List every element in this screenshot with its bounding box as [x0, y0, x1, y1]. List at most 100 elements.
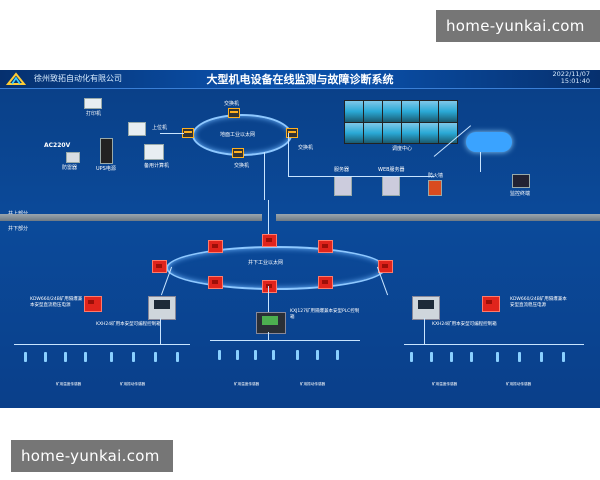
relay-icon-3[interactable] — [318, 240, 333, 253]
sensor-mid-5[interactable] — [296, 350, 299, 360]
relay-icon-4[interactable] — [152, 260, 167, 273]
sensor-right-6[interactable] — [518, 352, 521, 362]
lightning-protector-icon[interactable] — [66, 152, 80, 163]
sensor-mid-6[interactable] — [316, 350, 319, 360]
watermark-top: home-yunkai.com — [436, 10, 600, 42]
host-pc-label: 上位机 — [152, 125, 168, 131]
sensor-right-2[interactable] — [430, 352, 433, 362]
sensor-mid-1[interactable] — [218, 350, 221, 360]
wire-b — [288, 176, 434, 177]
sensor-right-7[interactable] — [540, 352, 543, 362]
sensor-right-label-b: 矿用振动传感器 — [506, 382, 532, 386]
sensor-right-1[interactable] — [410, 352, 413, 362]
sensor-left-7[interactable] — [154, 352, 157, 362]
switch-label-2: 交换机 — [298, 145, 314, 151]
web-server-label: WEB服务器 — [378, 167, 405, 173]
sensor-left-2[interactable] — [44, 352, 47, 362]
sensor-right-label-a: 矿用温度传感器 — [432, 382, 458, 386]
sensor-left-1[interactable] — [24, 352, 27, 362]
switch-icon-1[interactable] — [228, 108, 240, 118]
wire-a — [288, 133, 289, 177]
logo-icon — [6, 72, 26, 85]
server-label: 服务器 — [334, 167, 350, 173]
sensor-left-8[interactable] — [176, 352, 179, 362]
sensor-right-4[interactable] — [470, 352, 473, 362]
relay-icon-8[interactable] — [262, 280, 277, 293]
firewall-label: 防火墙 — [428, 173, 444, 179]
bus-left-drop — [160, 318, 161, 344]
wire-d — [480, 152, 481, 172]
relay-icon-7[interactable] — [318, 276, 333, 289]
relay-icon-5[interactable] — [378, 260, 393, 273]
sensor-mid-2[interactable] — [236, 350, 239, 360]
sensor-left-label-a: 矿用温度传感器 — [56, 382, 82, 386]
wire-e — [264, 152, 265, 200]
ground-divider-left — [0, 214, 262, 221]
sensor-left-5[interactable] — [110, 352, 113, 362]
firewall-icon[interactable] — [428, 180, 442, 196]
relay-icon-2[interactable] — [208, 240, 223, 253]
sensor-right-3[interactable] — [450, 352, 453, 362]
sensor-mid-3[interactable] — [254, 350, 257, 360]
standby-pc-label: 备用计算机 — [144, 163, 170, 169]
switch-label-3: 交换机 — [234, 163, 250, 169]
host-pc-icon[interactable] — [128, 122, 146, 136]
bus-mid-drop — [268, 332, 269, 340]
kxj-center-cabinet[interactable] — [256, 312, 286, 334]
kdw-right-label: KDW660/24B矿用隔爆兼本安型直流稳压电源 — [510, 297, 567, 308]
server-icon[interactable] — [334, 176, 352, 196]
web-server-icon[interactable] — [382, 176, 400, 196]
sensor-right-5[interactable] — [496, 352, 499, 362]
kdw-right-icon[interactable] — [482, 296, 500, 312]
sensor-right-8[interactable] — [562, 352, 565, 362]
sensor-mid-label-b: 矿用振动传感器 — [300, 382, 326, 386]
bus-right — [404, 344, 584, 345]
switch-icon-4[interactable] — [232, 148, 244, 158]
sensor-mid-4[interactable] — [272, 350, 275, 360]
company-name: 徐州致拓自动化有限公司 — [34, 74, 122, 83]
bus-right-drop — [424, 318, 425, 344]
ups-label: UPS电源 — [96, 166, 116, 172]
video-wall-label: 调度中心 — [392, 146, 413, 152]
kdw-left-icon[interactable] — [84, 296, 102, 312]
sensor-left-label-b: 矿用振动传感器 — [120, 382, 146, 386]
date-text: 2022/11/07 — [552, 70, 590, 78]
wire-f — [160, 133, 184, 134]
underground-network-label: 井下工业以太网 — [248, 260, 284, 266]
switch-icon-3[interactable] — [286, 128, 298, 138]
kdw-left-label: KDW660/24B矿用隔爆兼本安型直流稳压电源 — [30, 297, 83, 308]
header-bar: 徐州致拓自动化有限公司 大型机电设备在线监测与故障诊断系统 2022/11/07… — [0, 70, 600, 89]
video-wall[interactable] — [344, 100, 458, 144]
relay-icon-6[interactable] — [208, 276, 223, 289]
printer-label: 打印机 — [86, 111, 102, 117]
watermark-bottom: home-yunkai.com — [11, 440, 173, 472]
relay-icon-1[interactable] — [262, 234, 277, 247]
page-title: 大型机电设备在线监测与故障诊断系统 — [206, 73, 394, 86]
sensor-left-6[interactable] — [132, 352, 135, 362]
kxh-right-cabinet[interactable] — [412, 296, 440, 320]
printer-icon[interactable] — [84, 98, 102, 109]
scada-panel: 徐州致拓自动化有限公司 大型机电设备在线监测与故障诊断系统 2022/11/07… — [0, 70, 600, 408]
bus-mid — [210, 340, 360, 341]
time-text: 15:01:40 — [560, 77, 590, 85]
monitor-pc-label: 监控终端 — [510, 191, 531, 197]
sensor-left-4[interactable] — [84, 352, 87, 362]
lightning-protector-label: 防雷器 — [62, 165, 78, 171]
kxh-left-cabinet[interactable] — [148, 296, 176, 320]
datetime: 2022/11/07 15:01:40 — [553, 71, 590, 85]
monitor-pc-icon[interactable] — [512, 174, 530, 188]
kxj-center-label: KXJ127矿用隔爆兼本安型PLC控制箱 — [290, 309, 360, 320]
cloud-icon — [466, 132, 512, 152]
underground-section-label: 井下部分 — [8, 226, 29, 232]
ups-icon[interactable] — [100, 138, 113, 164]
ground-divider-right — [276, 214, 600, 221]
kxh-right-label: KXH24矿用本安型可编程控制箱 — [432, 322, 497, 327]
wire-i — [268, 286, 269, 312]
wire-g — [268, 200, 269, 246]
sensor-left-3[interactable] — [64, 352, 67, 362]
ground-network-label: 地面工业以太网 — [220, 132, 256, 138]
standby-pc-icon[interactable] — [144, 144, 164, 160]
ac-label: AC220V — [44, 142, 71, 149]
switch-label-1: 交换机 — [224, 101, 240, 107]
sensor-mid-7[interactable] — [336, 350, 339, 360]
